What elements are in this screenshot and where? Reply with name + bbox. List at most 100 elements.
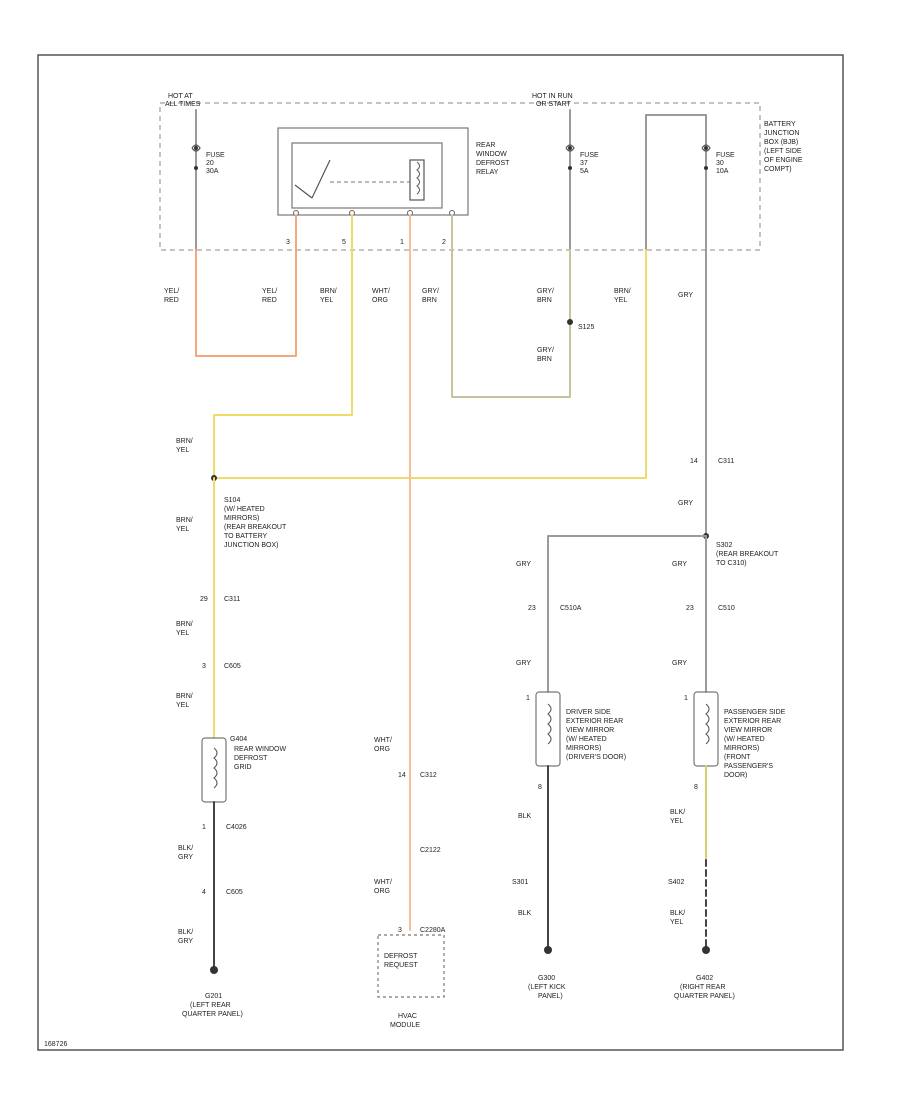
connector-c311-29-pin: 29 bbox=[200, 596, 208, 603]
driver-mirror-label-4: (W/ HEATED bbox=[566, 736, 607, 743]
bjb-label-6: COMPT) bbox=[764, 166, 792, 173]
wire-brn-yel-fuse bbox=[213, 249, 647, 479]
wire-brn-yel-label-c2: YEL bbox=[176, 447, 189, 454]
ground-g402-label-1: G402 bbox=[696, 975, 713, 982]
ground-g300-icon bbox=[544, 946, 552, 954]
rear-window-defrost-grid-box bbox=[201, 737, 227, 803]
bjb-label-5: OF ENGINE bbox=[764, 157, 803, 164]
wire-gry-label-e: GRY bbox=[516, 660, 531, 667]
passenger-mirror-heater-icon bbox=[705, 703, 710, 745]
connector-c311-14-label: C311 bbox=[718, 458, 734, 465]
driver-mirror-pin-top: 1 bbox=[526, 695, 530, 702]
hvac-inner-label-1: DEFROST bbox=[384, 953, 418, 960]
grid-label-2: REAR WINDOW bbox=[234, 746, 287, 753]
wire-gry-brn-label-b2: BRN bbox=[537, 297, 552, 304]
splice-s104-label-2: (W/ HEATED bbox=[224, 506, 265, 513]
grid-label-4: GRID bbox=[234, 764, 252, 771]
wire-brn-yel-label-f1: BRN/ bbox=[176, 693, 193, 700]
connector-c4026-label: C4026 bbox=[226, 824, 247, 831]
wire-brn-yel-label-f2: YEL bbox=[176, 702, 189, 709]
hvac-inner-label-2: REQUEST bbox=[384, 962, 419, 969]
splice-s104-label-4: (REAR BREAKOUT bbox=[224, 524, 287, 531]
driver-mirror-pin-8: 8 bbox=[538, 784, 542, 791]
wire-gry-brn-label-a2: BRN bbox=[422, 297, 437, 304]
wire-brn-yel-label-a2: YEL bbox=[320, 297, 333, 304]
splice-s402-label: S402 bbox=[668, 879, 684, 886]
passenger-mirror-label-6: (FRONT bbox=[724, 754, 751, 761]
splice-s302-label-2: (REAR BREAKOUT bbox=[716, 551, 779, 558]
passenger-mirror-label-8: DOOR) bbox=[724, 772, 747, 779]
wire-gry-label-b: GRY bbox=[678, 500, 693, 507]
grid-label-1: G404 bbox=[230, 736, 247, 743]
wire-wht-org-label-b2: ORG bbox=[374, 746, 390, 753]
wire-blk-yel-label-b1: BLK/ bbox=[670, 910, 685, 917]
hvac-module-label-1: HVAC bbox=[398, 1013, 417, 1020]
relay-pin-3: 3 bbox=[286, 239, 290, 246]
relay-inner-box bbox=[291, 142, 443, 209]
passenger-mirror-label-3: VIEW MIRROR bbox=[724, 727, 772, 734]
ground-g402-label-2: (RIGHT REAR bbox=[680, 984, 725, 991]
fuse-37-label-1: FUSE bbox=[580, 152, 599, 159]
splice-s125-dot bbox=[567, 319, 573, 325]
bjb-label-1: BATTERY bbox=[764, 121, 796, 128]
passenger-mirror-box bbox=[693, 691, 719, 767]
wire-brn-yel-label-c1: BRN/ bbox=[176, 438, 193, 445]
ground-g300-label-1: G300 bbox=[538, 975, 555, 982]
wire-gry-brn bbox=[451, 214, 571, 398]
relay-pin-1: 1 bbox=[400, 239, 404, 246]
fuse-30-label-2: 30 bbox=[716, 160, 724, 167]
wire-brn-yel-label-d1: BRN/ bbox=[176, 517, 193, 524]
wire-blk-yel-label-a1: BLK/ bbox=[670, 809, 685, 816]
wire-yel-red-label-a2: RED bbox=[164, 297, 179, 304]
wire-brn-yel-label-a1: BRN/ bbox=[320, 288, 337, 295]
connector-c312-label: C312 bbox=[420, 772, 437, 779]
splice-s104-label-6: JUNCTION BOX) bbox=[224, 542, 278, 549]
wire-blk-label-a: BLK bbox=[518, 813, 532, 820]
bjb-label-3: BOX (BJB) bbox=[764, 139, 798, 146]
connector-c311-29-label: C311 bbox=[224, 596, 240, 603]
hot-in-run-label-2: OR START bbox=[536, 101, 571, 108]
wire-wht-org-label-c1: WHT/ bbox=[374, 879, 392, 886]
splice-s104-label-1: S104 bbox=[224, 497, 240, 504]
wire-gry-label-a: GRY bbox=[678, 292, 693, 299]
hvac-module-box bbox=[377, 934, 445, 998]
driver-mirror-label-5: MIRRORS) bbox=[566, 745, 601, 752]
wire-blk-gry-label-b2: GRY bbox=[178, 938, 193, 945]
wire-wht-org-label-b1: WHT/ bbox=[374, 737, 392, 744]
driver-mirror-heater-icon bbox=[547, 703, 552, 745]
wire-gry-label-c: GRY bbox=[516, 561, 531, 568]
ground-g402-icon bbox=[702, 946, 710, 954]
wire-blk-gry-label-a2: GRY bbox=[178, 854, 193, 861]
ground-g201-label-1: G201 bbox=[205, 993, 222, 1000]
fuse-30-label-1: FUSE bbox=[716, 152, 735, 159]
connector-c510b-pin: 23 bbox=[686, 605, 694, 612]
splice-s104-label-5: TO BATTERY bbox=[224, 533, 268, 540]
relay-label-2: WINDOW bbox=[476, 151, 507, 158]
fuse-20-label-3: 30A bbox=[206, 168, 219, 175]
wire-wht-org-label-c2: ORG bbox=[374, 888, 390, 895]
ground-g402-label-3: QUARTER PANEL) bbox=[674, 993, 735, 1000]
fuse-20-icon bbox=[191, 144, 201, 152]
fuse-30-feed-wire bbox=[645, 114, 707, 251]
driver-mirror-label-6: (DRIVER'S DOOR) bbox=[566, 754, 626, 761]
connector-c510a-label: C510A bbox=[560, 605, 582, 612]
wire-blk-gry-label-a1: BLK/ bbox=[178, 845, 193, 852]
driver-mirror-label-1: DRIVER SIDE bbox=[566, 709, 611, 716]
driver-mirror-box bbox=[535, 691, 561, 767]
connector-c311-14-pin: 14 bbox=[690, 458, 698, 465]
hot-at-all-times-label-1: HOT AT bbox=[168, 93, 193, 100]
fuse-37-icon bbox=[565, 144, 575, 152]
connector-c312-pin: 14 bbox=[398, 772, 406, 779]
connector-c2280a-label: C2280A bbox=[420, 927, 446, 934]
bjb-label-4: (LEFT SIDE bbox=[764, 148, 802, 155]
hot-at-all-times-label-2: ALL TIMES bbox=[165, 101, 201, 108]
connector-c510b-label: C510 bbox=[718, 605, 735, 612]
passenger-mirror-label-2: EXTERIOR REAR bbox=[724, 718, 781, 725]
relay-pin-5: 5 bbox=[342, 239, 346, 246]
page-id: 168726 bbox=[44, 1041, 67, 1048]
wire-yel-red-label-b1: YEL/ bbox=[262, 288, 277, 295]
wire-yel-red bbox=[195, 214, 297, 357]
fuse-30-icon bbox=[701, 144, 711, 152]
relay-pin-2: 2 bbox=[442, 239, 446, 246]
wire-brn-yel-label-e1: BRN/ bbox=[176, 621, 193, 628]
